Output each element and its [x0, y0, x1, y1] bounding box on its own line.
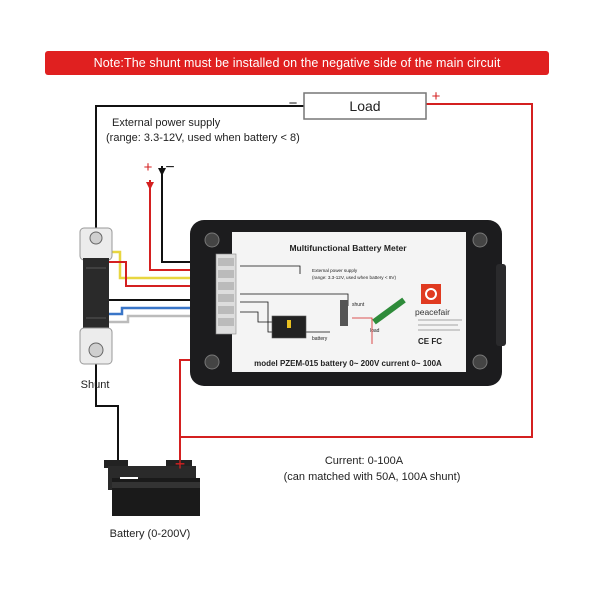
battery: + Battery (0-200V)	[104, 454, 200, 540]
load-rect	[303, 92, 427, 120]
shunt-bottom-bolt	[88, 342, 104, 358]
meter-ext-supply-line1: External power supply	[312, 268, 358, 273]
meter-load-symbol	[372, 297, 406, 325]
load-minus-sign: −	[289, 95, 298, 112]
main-circuit-wires	[95, 103, 533, 462]
battery-plus-post	[166, 460, 192, 468]
shunt: Shunt	[79, 227, 113, 391]
brand-logo	[421, 284, 441, 304]
cert-marks: CE FC	[418, 337, 442, 346]
load-box: Load − +	[289, 88, 441, 120]
meter-load-label: load	[370, 328, 380, 334]
meter-screw	[204, 232, 220, 248]
brand-name: peacefair	[415, 307, 450, 317]
wire-blue	[108, 306, 215, 316]
wire-shunt-to-load-minus	[95, 105, 304, 232]
wire-shunt-to-battery-minus	[95, 352, 119, 462]
battery-plus-sign: +	[175, 454, 186, 474]
battery-label: Battery (0-200V)	[110, 528, 191, 540]
meter-title: Multifunctional Battery Meter	[289, 243, 407, 253]
shunt-top-bolt	[89, 231, 103, 245]
shunt-body	[83, 258, 109, 330]
meter-shunt-label: shunt	[352, 302, 365, 308]
current-range: Current: 0-100A	[325, 455, 404, 467]
ext-minus-sign: −	[165, 159, 174, 176]
ext-minus-arrow	[158, 168, 166, 176]
ext-supply-range: (range: 3.3-12V, used when battery < 8)	[106, 132, 300, 144]
current-shunt-note: (can matched with 50A, 100A shunt)	[284, 471, 461, 483]
ext-plus-sign: +	[144, 159, 153, 176]
meter-screw	[472, 232, 488, 248]
load-label: Load	[349, 98, 380, 114]
load-plus-sign: +	[432, 88, 441, 105]
shunt-label: Shunt	[81, 379, 110, 391]
wire-load-plus-to-battery-plus	[179, 103, 533, 462]
meter-screw	[472, 354, 488, 370]
meter-shunt-symbol	[340, 300, 348, 326]
meter-ext-supply-line2: (range: 3.3-12V, used when battery < 8V)	[312, 275, 396, 280]
wire-white	[108, 314, 215, 324]
note-banner: Note:The shunt must be installed on the …	[45, 51, 549, 75]
meter-model-line: model PZEM-015 battery 0~ 200V current 0…	[254, 359, 442, 368]
ext-supply-title: External power supply	[112, 117, 221, 129]
battery-meter: Multifunctional Battery Meter model PZEM…	[190, 220, 506, 386]
meter-battery-label: battery	[312, 336, 328, 342]
ext-plus-arrow	[146, 182, 154, 190]
wire-yellow	[108, 250, 215, 280]
wire-battery-to-meter	[179, 359, 192, 437]
wire-red-signal	[108, 261, 215, 287]
battery-minus-post	[104, 460, 128, 468]
meter-screw	[204, 354, 220, 370]
